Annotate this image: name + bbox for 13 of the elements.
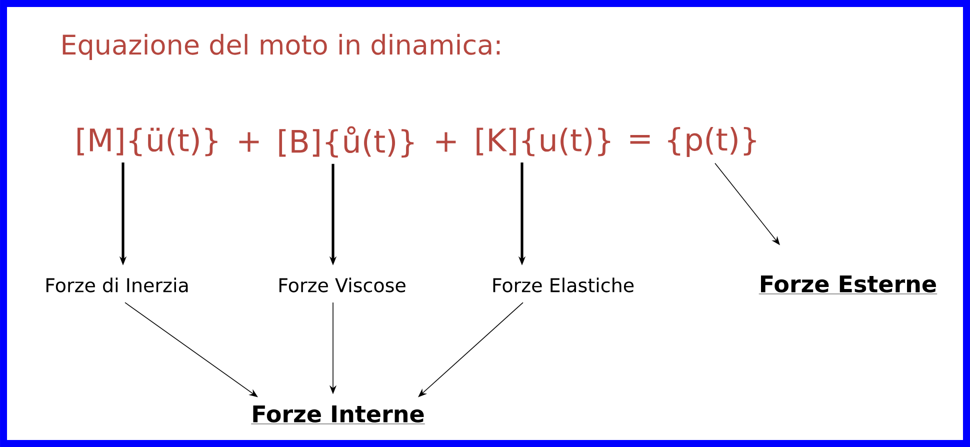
force-label: Forze di Inerzia xyxy=(46,278,188,292)
formula-term: {p(t)} xyxy=(668,127,756,157)
force-label: Forze Elastiche xyxy=(493,278,634,292)
force-label: Forze Viscose xyxy=(279,278,406,292)
operator-sign: = xyxy=(630,134,650,144)
force-heading: Forze Esterne xyxy=(758,275,938,294)
formula-term: [B]{ů(t)} xyxy=(279,126,414,158)
title: Equazione del moto in dinamica: xyxy=(62,34,500,60)
formula-term: [M]{ü(t)} xyxy=(78,128,218,156)
operator-sign: + xyxy=(239,132,259,152)
formula-term: [K]{u(t)} xyxy=(476,128,610,156)
operator-sign: + xyxy=(436,132,456,152)
force-heading: Forze Interne xyxy=(250,405,426,424)
